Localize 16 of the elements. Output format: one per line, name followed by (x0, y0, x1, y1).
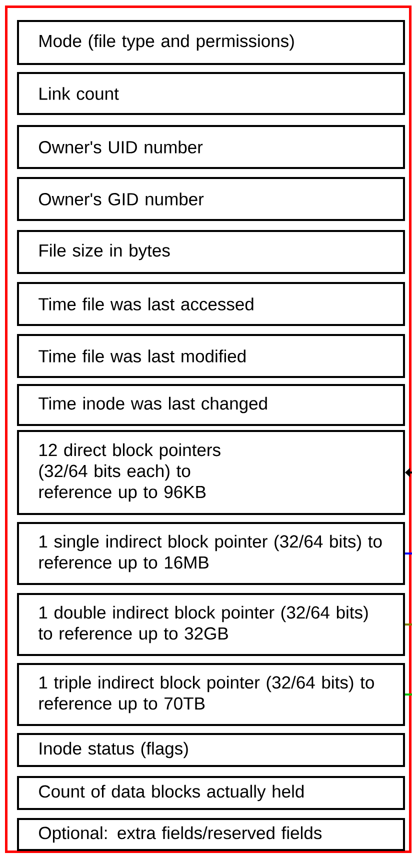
field-box: Owner's GID number (17, 177, 405, 221)
field-box: Mode (file type and permissions) (17, 20, 405, 65)
field-box: 1 double indirect block pointer (32/64 bits) to reference up to 32GB (17, 593, 405, 656)
field-box: Owner's UID number (17, 125, 405, 169)
field-box: Time inode was last changed (17, 384, 405, 426)
field-box: 12 direct block pointers (32/64 bits each) to reference up to 96KB (17, 430, 405, 515)
field-box: 1 triple indirect block pointer (32/64 bits) to reference up to 70TB (17, 663, 405, 726)
field-box: Inode status (flags) (17, 733, 405, 767)
field-box: File size in bytes (17, 230, 405, 274)
field-box: Time file was last modified (17, 334, 405, 378)
field-box: Optional: extra fields/reserved fields (17, 818, 405, 851)
inode-frame (5, 6, 412, 853)
field-box: 1 single indirect block pointer (32/64 bits) to reference up to 16MB (17, 522, 405, 585)
field-box: Time file was last accessed (17, 282, 405, 326)
field-box: Link count (17, 72, 405, 115)
field-box: Count of data blocks actually held (17, 776, 405, 810)
